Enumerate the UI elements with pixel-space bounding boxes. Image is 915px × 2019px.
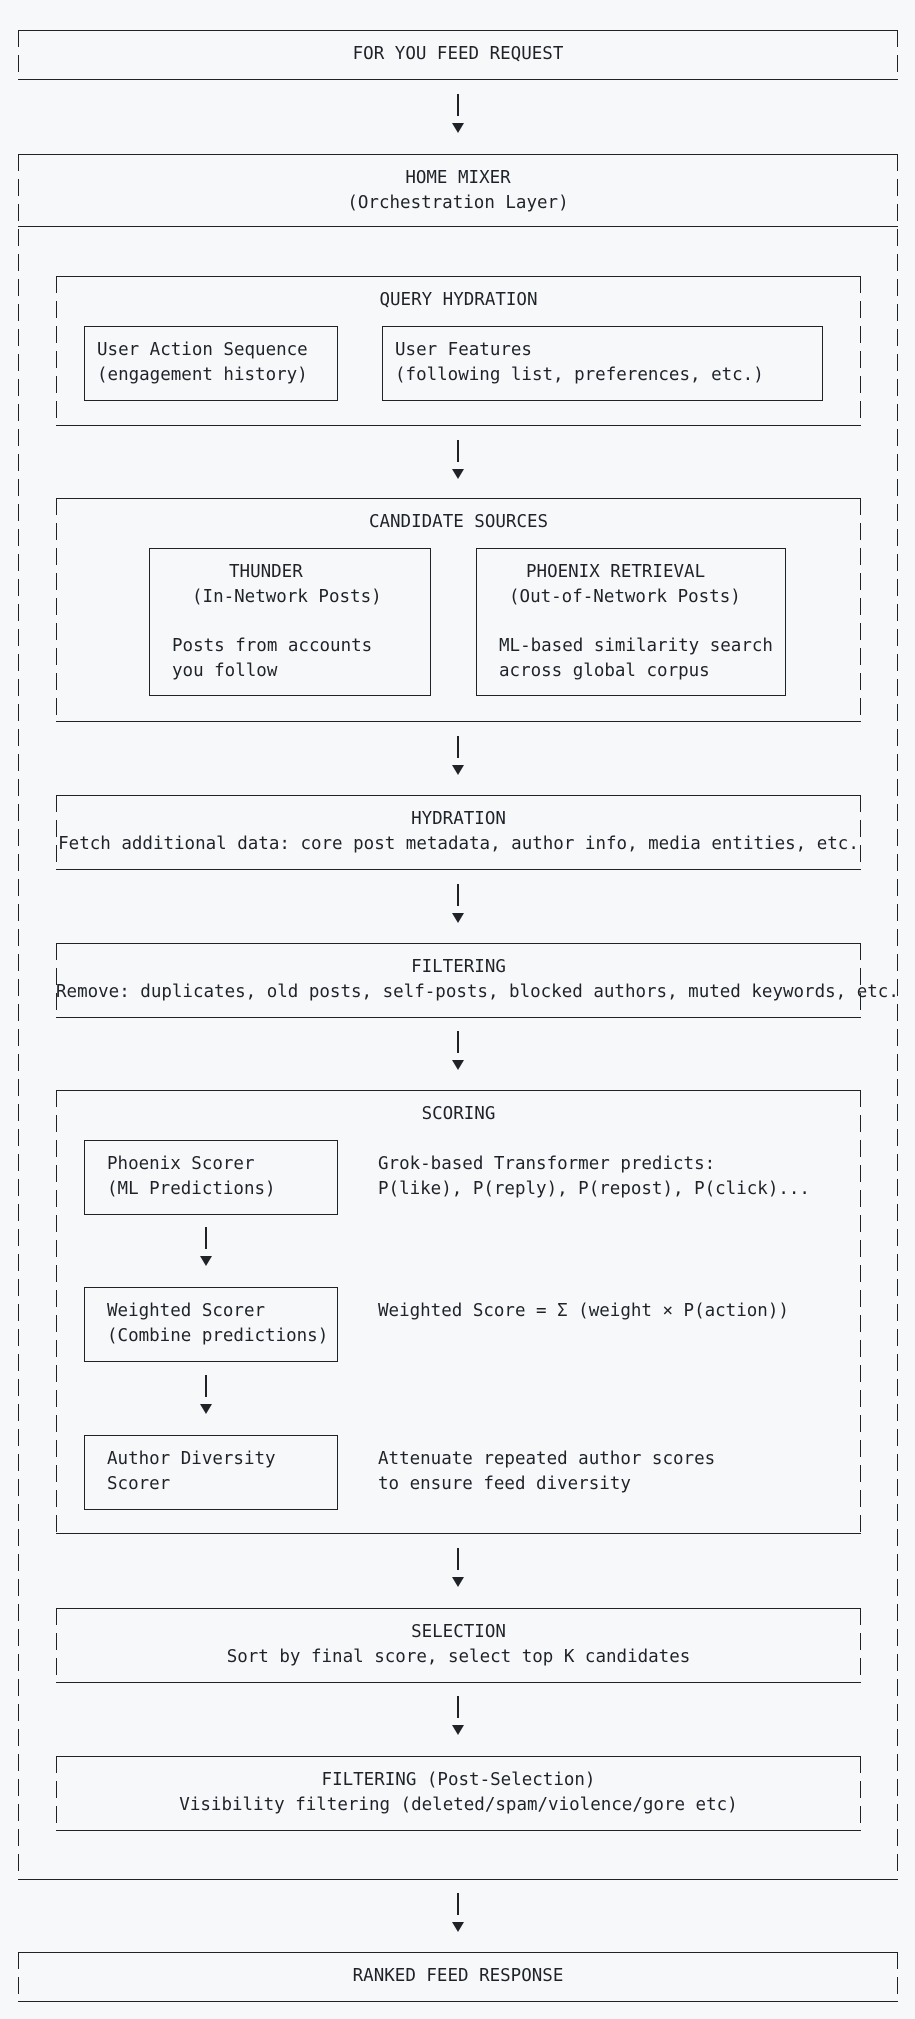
post-selection-filtering-box: FILTERING (Post-Selection) Visibility fi…: [56, 1756, 861, 1831]
phoenix-retrieval-box: PHOENIX RETRIEVAL (Out-of-Network Posts)…: [476, 548, 786, 696]
ranked-feed-response-label: RANKED FEED RESPONSE: [352, 1966, 564, 1986]
selection-box: SELECTION Sort by final score, select to…: [56, 1608, 861, 1683]
arrow-down-icon: [448, 736, 468, 780]
arrow-down-icon: [448, 94, 468, 138]
post-selection-filtering-desc: Visibility filtering (deleted/spam/viole…: [179, 1795, 738, 1815]
phoenix-retrieval-desc-1: ML-based similarity search: [499, 636, 773, 656]
user-action-sequence-label: User Action Sequence: [97, 340, 308, 360]
user-features-sub: (following list, preferences, etc.): [395, 365, 764, 385]
author-diversity-note-1: Attenuate repeated author scores: [378, 1449, 716, 1469]
weighted-scorer-label: Weighted Scorer: [107, 1301, 266, 1321]
user-features-box: User Features (following list, preferenc…: [382, 326, 823, 401]
phoenix-scorer-note-1: Grok-based Transformer predicts:: [378, 1154, 716, 1174]
hydration-desc: Fetch additional data: core post metadat…: [58, 834, 859, 854]
arrow-down-icon: [448, 884, 468, 928]
arrow-down-icon: [196, 1375, 216, 1419]
candidate-sources-title: CANDIDATE SOURCES: [368, 512, 549, 532]
feed-request-box: FOR YOU FEED REQUEST: [18, 30, 898, 80]
weighted-scorer-box: Weighted Scorer (Combine predictions): [84, 1287, 338, 1362]
thunder-desc-1: Posts from accounts: [172, 636, 373, 656]
home-mixer-container: HOME MIXER (Orchestration Layer): [18, 154, 898, 1880]
home-mixer-subtitle: (Orchestration Layer): [347, 193, 569, 213]
phoenix-scorer-label: Phoenix Scorer: [107, 1154, 255, 1174]
filtering-title: FILTERING: [411, 957, 506, 977]
hydration-box: HYDRATION Fetch additional data: core po…: [56, 795, 861, 870]
candidate-sources-box: CANDIDATE SOURCES THUNDER (In-Network Po…: [56, 498, 861, 722]
post-selection-filtering-title: FILTERING (Post-Selection): [321, 1770, 596, 1790]
hydration-title: HYDRATION: [411, 809, 506, 829]
home-mixer-divider: [18, 226, 898, 227]
arrow-down-icon: [448, 1696, 468, 1740]
arrow-down-icon: [448, 440, 468, 484]
weighted-scorer-note: Weighted Score = Σ (weight × P(action)): [378, 1301, 789, 1321]
arrow-down-icon: [448, 1031, 468, 1075]
home-mixer-title: HOME MIXER: [405, 168, 511, 188]
phoenix-scorer-sub: (ML Predictions): [107, 1179, 276, 1199]
thunder-desc-2: you follow: [172, 661, 278, 681]
thunder-box: THUNDER (In-Network Posts) Posts from ac…: [149, 548, 431, 696]
phoenix-retrieval-subtitle: (Out-of-Network Posts): [509, 587, 741, 607]
author-diversity-note-2: to ensure feed diversity: [378, 1474, 631, 1494]
thunder-title: THUNDER: [229, 562, 303, 582]
phoenix-retrieval-title: PHOENIX RETRIEVAL: [526, 562, 706, 582]
arrow-down-icon: [448, 1893, 468, 1937]
author-diversity-scorer-sub: Scorer: [107, 1474, 171, 1494]
thunder-subtitle: (In-Network Posts): [192, 587, 382, 607]
filtering-box: FILTERING Remove: duplicates, old posts,…: [56, 943, 899, 1018]
author-diversity-scorer-label: Author Diversity: [107, 1449, 276, 1469]
weighted-scorer-sub: (Combine predictions): [107, 1326, 329, 1346]
query-hydration-title: QUERY HYDRATION: [379, 290, 538, 310]
feed-request-label: FOR YOU FEED REQUEST: [352, 44, 564, 64]
arrow-down-icon: [196, 1227, 216, 1271]
scoring-title: SCORING: [421, 1104, 496, 1124]
phoenix-scorer-box: Phoenix Scorer (ML Predictions): [84, 1140, 338, 1215]
filtering-desc: Remove: duplicates, old posts, self-post…: [56, 982, 899, 1002]
scoring-box: SCORING Phoenix Scorer (ML Predictions) …: [56, 1090, 861, 1534]
arrow-down-icon: [448, 1548, 468, 1592]
phoenix-scorer-note-2: P(like), P(reply), P(repost), P(click)..…: [378, 1179, 810, 1199]
query-hydration-box: QUERY HYDRATION User Action Sequence (en…: [56, 276, 861, 426]
author-diversity-scorer-box: Author Diversity Scorer: [84, 1435, 338, 1510]
phoenix-retrieval-desc-2: across global corpus: [499, 661, 710, 681]
selection-desc: Sort by final score, select top K candid…: [226, 1647, 691, 1667]
user-action-sequence-sub: (engagement history): [97, 365, 308, 385]
user-features-label: User Features: [395, 340, 532, 360]
selection-title: SELECTION: [411, 1622, 506, 1642]
user-action-sequence-box: User Action Sequence (engagement history…: [84, 326, 338, 401]
ranked-feed-response-box: RANKED FEED RESPONSE: [18, 1952, 898, 2002]
